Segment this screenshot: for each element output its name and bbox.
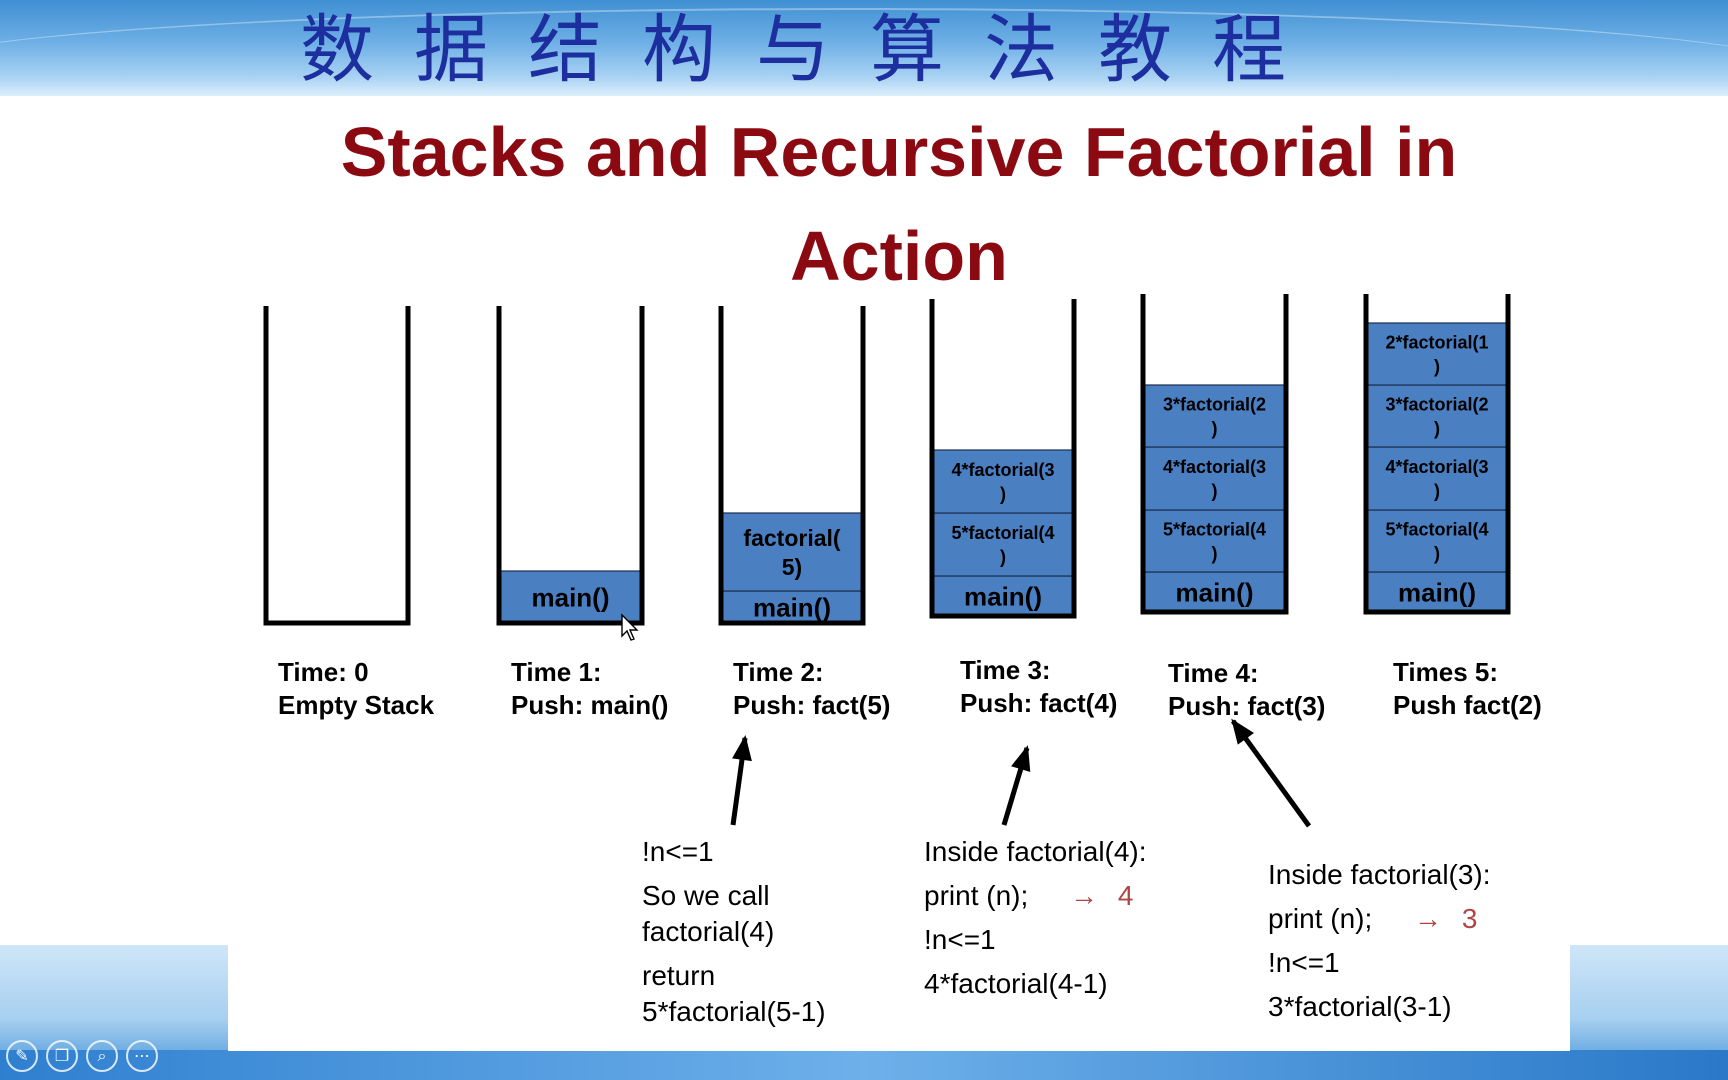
more-icon[interactable]: ⋯	[126, 1040, 158, 1072]
stack-4-time: Time 4:	[1168, 658, 1259, 688]
presentation-toolbar: ✎ ❐ ⌕ ⋯	[6, 1040, 158, 1074]
note-fact5: !n<=1 So we call factorial(4) return 5*f…	[642, 834, 826, 1030]
stack-4-frame-3-label: )	[1212, 418, 1218, 438]
stack-2-action: Push: fact(5)	[733, 690, 891, 720]
arrow-right-icon: →	[1414, 903, 1443, 934]
stack-5-frame-0-label: main()	[1398, 577, 1476, 607]
stack-5-action: Push fact(2)	[1393, 690, 1542, 720]
note-fact4: Inside factorial(4): print (n); → 4 !n<=…	[924, 834, 1147, 1002]
stack-2-container	[718, 306, 866, 626]
note-fact4-value: 4	[1117, 880, 1134, 911]
stack-4-frame-2-label: )	[1212, 481, 1218, 501]
note-fact3-line1: Inside factorial(3):	[1268, 859, 1491, 890]
note-fact5-line2: So we call	[642, 880, 770, 911]
note-fact3-line4: 3*factorial(3-1)	[1268, 991, 1452, 1022]
stack-4-frame-0-label: main()	[1176, 577, 1254, 607]
note-fact4-line2: print (n);	[924, 880, 1029, 911]
stack-2-label: Time 2: Push: fact(5)	[733, 656, 890, 722]
stack-1-label: Time 1: Push: main()	[511, 656, 668, 722]
note-fact5-line5: 5*factorial(5-1)	[642, 996, 826, 1027]
stack-3-container	[929, 299, 1077, 619]
banner-title: 数据结构与算法教程	[300, 7, 1326, 93]
stack-5-frame-1-label: )	[1434, 543, 1440, 563]
callout-arrowhead-0	[732, 735, 752, 762]
stack-4-frame-2-label: 4*factorial(3	[1163, 457, 1266, 477]
stack-5-frame-4-label: )	[1434, 356, 1440, 376]
stack-1-frame-0-label: main()	[532, 582, 610, 612]
stack-4-action: Push: fact(3)	[1168, 691, 1326, 721]
banner-wave	[0, 8, 1728, 96]
zoom-icon[interactable]: ⌕	[86, 1040, 118, 1072]
pen-icon[interactable]: ✎	[6, 1040, 38, 1072]
stack-1-action: Push: main()	[511, 690, 669, 720]
stack-0-container	[263, 306, 411, 626]
stack-5-frame-3-label: )	[1434, 418, 1440, 438]
stack-5-frame-2-label: 4*factorial(3	[1385, 457, 1488, 477]
note-fact5-line4: return	[642, 960, 716, 991]
slide-title: Stacks and Recursive Factorial in Action	[340, 113, 1458, 295]
note-fact3-line2: print (n);	[1268, 903, 1373, 934]
stack-3-frame-0-label: main()	[964, 581, 1042, 611]
stack-5-time: Times 5:	[1393, 657, 1499, 687]
stack-2-frame-1-label: factorial(	[743, 525, 840, 551]
stack-1-time: Time 1:	[511, 657, 602, 687]
stack-3-frame-1	[931, 512, 1075, 577]
stack-1-container	[496, 306, 645, 626]
stack-2-frame-1-label: 5)	[782, 554, 802, 580]
stack-4-frame-1	[1142, 509, 1287, 573]
stack-3-label: Time 3: Push: fact(4)	[960, 654, 1117, 720]
stack-3-frame-2-label: )	[1000, 484, 1006, 504]
slide-content: Stacks and Recursive Factorial in Action	[228, 96, 1570, 1051]
stack-3-frame-2-label: 4*factorial(3	[951, 460, 1054, 480]
stack-2-time: Time 2:	[733, 657, 824, 687]
stack-5-frame-4-label: 2*factorial(1	[1385, 332, 1488, 352]
note-fact5-line3: factorial(4)	[642, 916, 775, 947]
stack-5-frame-1-label: 5*factorial(4	[1385, 519, 1488, 539]
stack-1-frame-0	[498, 570, 643, 624]
note-fact3-line3: !n<=1	[1268, 947, 1340, 978]
stack-3-time: Time 3:	[960, 655, 1051, 685]
note-fact3-print-row: print (n); → 3	[1268, 901, 1491, 937]
bottom-stripe	[0, 1050, 1728, 1080]
note-fact4-print-row: print (n); → 4	[924, 878, 1147, 914]
mouse-cursor-icon	[621, 613, 639, 641]
stack-5-container	[1363, 294, 1511, 615]
stack-0-label: Time: 0 Empty Stack	[278, 656, 434, 722]
stack-4-frame-2	[1142, 446, 1287, 511]
stack-5-frame-1	[1365, 509, 1509, 573]
stack-4-label: Time 4: Push: fact(3)	[1168, 657, 1325, 723]
note-fact3: Inside factorial(3): print (n); → 3 !n<=…	[1268, 857, 1491, 1025]
note-fact4-line4: 4*factorial(4-1)	[924, 968, 1108, 999]
slide-banner: 数据结构与算法教程	[0, 0, 1728, 96]
stack-2-frame-0	[720, 590, 864, 624]
callout-arrowhead-1	[1011, 745, 1031, 772]
stack-4-frame-3	[1142, 384, 1287, 448]
note-fact4-line3: !n<=1	[924, 924, 996, 955]
stack-3-frame-1-label: )	[1000, 547, 1006, 567]
stack-4-frame-3-label: 3*factorial(2	[1163, 394, 1266, 414]
stack-2-frame-1	[720, 512, 864, 592]
stack-0-time: Time: 0	[278, 657, 369, 687]
stack-5-frame-4	[1365, 322, 1509, 386]
arrow-right-icon: →	[1070, 880, 1099, 911]
stack-4-container	[1140, 294, 1289, 615]
note-fact4-line1: Inside factorial(4):	[924, 836, 1147, 867]
stack-2-frame-0-label: main()	[753, 592, 831, 622]
stack-3-action: Push: fact(4)	[960, 688, 1118, 718]
note-fact5-line1: !n<=1	[642, 836, 714, 867]
stack-0-action: Empty Stack	[278, 690, 435, 720]
callout-arrowhead-2	[1231, 718, 1254, 745]
pages-icon[interactable]: ❐	[46, 1040, 78, 1072]
stack-5-label: Times 5: Push fact(2)	[1393, 656, 1542, 722]
note-fact3-value: 3	[1461, 903, 1478, 934]
stack-5-frame-3-label: 3*factorial(2	[1385, 394, 1488, 414]
stack-3-frame-1-label: 5*factorial(4	[951, 523, 1054, 543]
stack-4-frame-1-label: 5*factorial(4	[1163, 519, 1266, 539]
stack-5-frame-2-label: )	[1434, 481, 1440, 501]
stack-4-frame-1-label: )	[1212, 543, 1218, 563]
